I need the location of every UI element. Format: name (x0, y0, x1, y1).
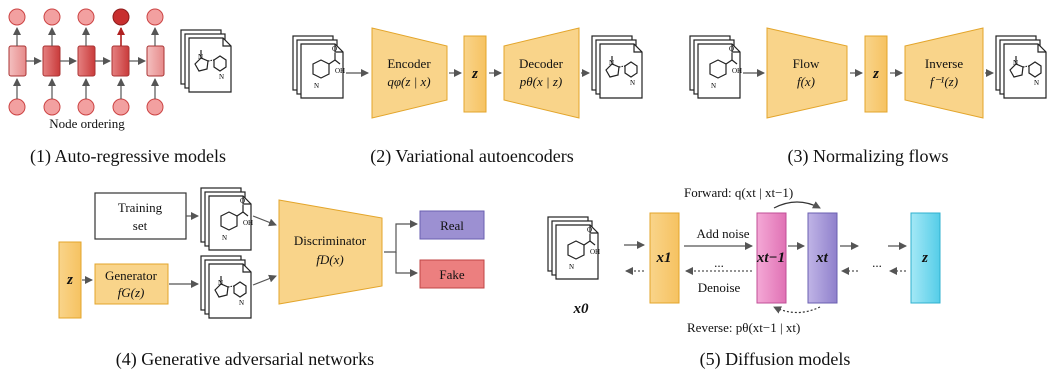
denoise-label: Denoise (698, 280, 741, 295)
add-noise-label: Add noise (696, 226, 749, 241)
training-set-label-line1: Training (118, 200, 163, 215)
encoder-label: Encoder (387, 56, 431, 71)
latent-z-label: z (872, 66, 879, 82)
real-output-box (419, 210, 485, 240)
xt-label: xt (815, 250, 829, 266)
panel-gan: Training set z Generator fG(z) Discrimin… (58, 187, 485, 370)
encoder-formula: qφ(z | x) (387, 74, 430, 89)
x1-label: x1 (656, 250, 672, 266)
real-label: Real (440, 218, 464, 233)
flow-formula: f(x) (797, 74, 815, 89)
molecule-input-icon (689, 35, 743, 99)
panel5-caption: (5) Diffusion models (700, 349, 851, 370)
molecule-output-icon (591, 35, 643, 99)
node-ordering-label: Node ordering (49, 116, 125, 131)
molecule-real-icon (200, 187, 254, 251)
molecule-input-icon (292, 35, 346, 99)
xt-minus-1-label: xt−1 (756, 250, 785, 266)
latent-z-block (910, 212, 941, 304)
inverse-block (904, 27, 984, 119)
latent-z-label: z (921, 250, 928, 266)
vertical-arrows (13, 27, 159, 99)
discriminator-formula: fD(x) (316, 252, 343, 267)
xt-minus-1-block (756, 212, 787, 304)
latent-z-label: z (66, 272, 73, 288)
panel2-caption: (2) Variational autoencoders (370, 146, 574, 167)
output-nodes (8, 8, 164, 26)
flow-block (766, 27, 848, 119)
panel3-caption: (3) Normalizing flows (788, 146, 949, 167)
latent-z-block (463, 35, 487, 113)
input-nodes (8, 98, 164, 116)
inverse-label: Inverse (925, 56, 963, 71)
training-set-label-line2: set (133, 218, 148, 233)
decoder-formula: pθ(x | z) (519, 74, 562, 89)
panel-auto-regressive: Node ordering (1) Auto-regressive models (8, 8, 232, 167)
panel-vae: Encoder qφ(z | x) z Decoder pθ(x | z) (2… (292, 27, 643, 167)
generator-box (94, 263, 169, 305)
fake-label: Fake (439, 267, 465, 282)
latent-z-label: z (471, 66, 478, 82)
flow-label: Flow (793, 56, 820, 71)
panel-diffusion: x0 x1 Forward: q(xt | xt−1) Add noise ..… (547, 185, 941, 370)
ellipsis-left: ... (714, 255, 724, 270)
latent-z-block (58, 241, 82, 319)
molecule-output-icon (995, 35, 1047, 99)
latent-z-block (864, 35, 888, 113)
molecule-x0-icon (547, 216, 601, 280)
decoder-block (503, 27, 580, 119)
decoder-label: Decoder (519, 56, 564, 71)
panel4-caption: (4) Generative adversarial networks (116, 349, 374, 370)
molecule-fake-icon (200, 255, 252, 319)
fake-output-box (419, 259, 485, 289)
ellipsis-right: ... (872, 255, 882, 270)
discriminator-block (278, 199, 383, 305)
generator-formula: fG(z) (118, 285, 145, 300)
forward-label: Forward: q(xt | xt−1) (684, 185, 793, 200)
xt-block (807, 212, 838, 304)
x0-label: x0 (573, 301, 590, 317)
encoder-block (371, 27, 448, 119)
inverse-formula: f⁻¹(z) (930, 74, 958, 89)
molecule-output-icon (180, 29, 232, 93)
training-set-box (94, 192, 187, 240)
panel1-caption: (1) Auto-regressive models (30, 146, 226, 167)
discriminator-label: Discriminator (294, 233, 367, 248)
reverse-label: Reverse: pθ(xt−1 | xt) (687, 320, 800, 335)
panel-normalizing-flows: Flow f(x) z Inverse f⁻¹(z) (3) Normalizi… (689, 27, 1047, 167)
generator-label: Generator (105, 268, 158, 283)
x1-block (649, 212, 680, 304)
generated-node (112, 8, 130, 26)
